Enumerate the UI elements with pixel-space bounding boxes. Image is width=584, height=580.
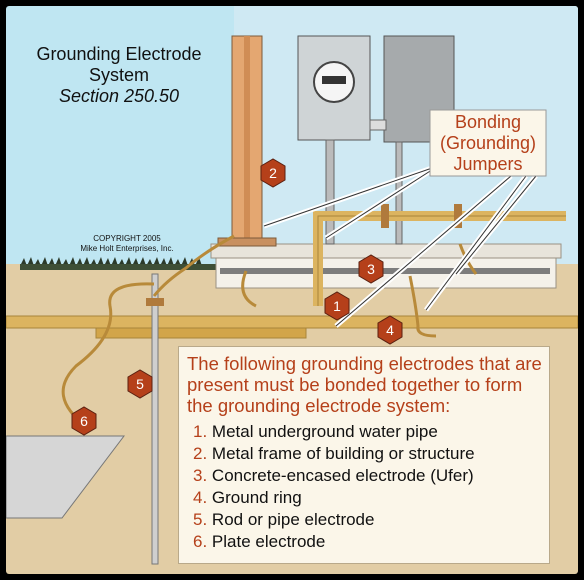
ground-rod bbox=[151, 273, 159, 565]
jumper-rod bbox=[61, 282, 155, 428]
marker-3: 3 bbox=[367, 261, 375, 277]
jumper-ring bbox=[408, 275, 437, 338]
title-line-2: System bbox=[88, 65, 149, 85]
marker-5: 5 bbox=[136, 376, 144, 392]
marker-hex-5 bbox=[127, 369, 153, 399]
title-section: Section 250.50 bbox=[58, 86, 180, 106]
list-item: 4. Ground ring bbox=[193, 488, 302, 507]
grass bbox=[20, 257, 202, 266]
bonding-jumpers-callout: Bonding (Grounding) Jumpers bbox=[430, 112, 546, 175]
electrode-list-box: The following grounding electrodes that … bbox=[178, 346, 550, 564]
marker-hex-4 bbox=[377, 315, 403, 345]
list-item: 6. Plate electrode bbox=[193, 532, 326, 551]
electrode-list-heading: The following grounding electrodes that … bbox=[187, 353, 542, 416]
marker-2: 2 bbox=[269, 165, 277, 181]
plate-electrode bbox=[6, 435, 126, 519]
list-item: 2. Metal frame of building or structure bbox=[193, 444, 475, 463]
callout-line-1: Bonding bbox=[454, 112, 522, 132]
list-item: 3. Concrete-encased electrode (Ufer) bbox=[193, 466, 474, 485]
rebar bbox=[220, 268, 550, 274]
column-flange bbox=[244, 36, 250, 244]
grass-base bbox=[20, 264, 220, 270]
water-pipe-underground bbox=[6, 315, 578, 329]
copyright: COPYRIGHT 2005 Mike Holt Enterprises, In… bbox=[62, 234, 192, 254]
marker-hex-2 bbox=[260, 158, 286, 188]
jumper-column bbox=[152, 234, 235, 297]
callout-box bbox=[429, 109, 547, 177]
list-item: 1. Metal underground water pipe bbox=[193, 422, 438, 441]
column-base bbox=[217, 237, 277, 247]
marker-4: 4 bbox=[386, 322, 394, 338]
marker-hex-3 bbox=[358, 254, 384, 284]
copyright-line-1: COPYRIGHT 2005 bbox=[93, 234, 161, 243]
marker-hex-1 bbox=[324, 291, 350, 321]
diagram-scene: 2 3 1 4 5 6 Grounding Electrode System S… bbox=[6, 6, 578, 574]
marker-hex-6 bbox=[71, 406, 97, 436]
list-item: 5. Rod or pipe electrode bbox=[193, 510, 375, 529]
copyright-line-2: Mike Holt Enterprises, Inc. bbox=[80, 244, 174, 253]
callout-line-3: Jumpers bbox=[453, 154, 523, 174]
marker-1: 1 bbox=[333, 298, 341, 314]
electrode-list: 1. Metal underground water pipe 2. Metal… bbox=[193, 421, 543, 553]
callout-line-2: (Grounding) bbox=[439, 133, 537, 153]
title-line-1: Grounding Electrode bbox=[36, 44, 202, 64]
marker-6: 6 bbox=[80, 413, 88, 429]
jumper-ufer bbox=[241, 270, 257, 308]
diagram-title: Grounding Electrode System Section 250.5… bbox=[24, 44, 214, 107]
